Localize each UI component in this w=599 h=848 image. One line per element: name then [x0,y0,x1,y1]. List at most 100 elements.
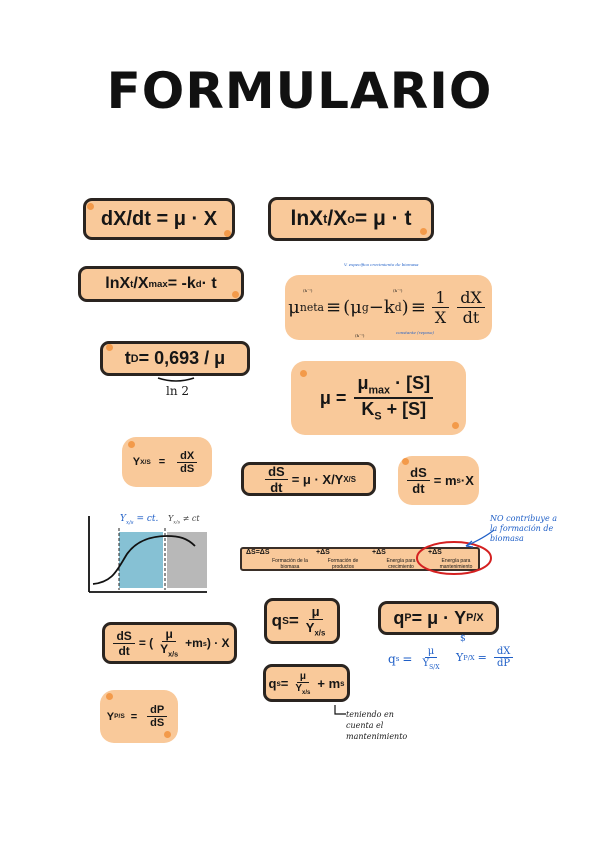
qp-sub2: P/X [466,612,484,624]
b2-sub: P/X [463,653,475,662]
qsm-tail: + m [317,675,341,691]
mu-g-sub: g [361,301,369,314]
decor-dot [164,731,171,738]
yxs-lhs: Y [132,456,141,468]
qsm-lhs: q [268,675,277,691]
monod-frac: μmax · [S] KS + [S] [354,373,434,423]
one-num: 1 [432,288,449,308]
b1-lhs: q [388,651,396,666]
l1-tail: = ct. [133,514,159,524]
decor-dot [106,344,113,351]
decor-dot [300,370,307,377]
substrate-balance-strip: ΔS=ΔS Formación de la biomasa +ΔS Formac… [240,547,480,571]
l1-y: Y [120,514,126,524]
qsm-den: Yx/s [292,683,313,696]
monod-den-rest: + [S] [381,399,427,419]
mu-g: μ [350,297,362,318]
note-ln2: ln 2 [166,384,190,398]
strip-caption-4: Energía para mantenimiento [439,558,473,570]
qsm-den-sub: x/s [302,689,311,696]
strip-caption-2: Formación de productos [327,558,359,570]
yps-eq: = [130,710,138,723]
b1-sub: s [395,654,400,663]
mt-rhs: = m [433,473,457,488]
decor-dot [452,422,459,429]
mu-net-symbol: μ [288,297,300,318]
qs-den-y: Y [305,620,315,636]
b1-num: μ [424,646,438,658]
units-label-2: (h⁻¹) [393,288,403,293]
l2-tail: ≠ ct [180,514,200,523]
decor-dot [224,230,231,237]
ln3-rhs: = -k [167,275,196,292]
yps-num: dP [147,704,168,717]
blue-mark: $ [460,634,466,644]
pirt-iden: Yx/s [157,642,181,658]
mu-net-paren: ( [343,297,351,318]
units-label-3: (h⁻¹) [355,333,365,338]
formula-monod: μ = μmax · [S] KS + [S] [291,361,466,435]
growth-curve [92,535,196,585]
yps-den: dS [150,717,165,729]
qs-den: Yx/s [303,620,329,638]
kd-sub: d [394,301,402,314]
yps-lhs: Y [106,710,115,723]
page-title: FORMULARIO [106,62,493,120]
monod-num-sub: max [368,385,391,397]
strip-caption-1: Formación de la biomasa [272,558,308,570]
ln3-sub2: max [148,278,168,290]
b1-den-y: Y [422,658,430,669]
b1-den-sub: S/X [429,664,440,671]
pirt-tail: ) · X [206,636,230,650]
strip-term-1: ΔS=ΔS [246,549,270,556]
monod-den: KS + [S] [358,399,429,423]
qs-den-sub: x/s [314,628,326,638]
qsm-sub: s [276,678,281,688]
b2-lhs: Y [456,651,464,664]
qs-eq: = [288,611,299,630]
strip-term-4: +ΔS [428,549,442,556]
yps-sub: P/S [114,713,125,720]
mu-net-eq2: ≡ [410,297,426,318]
strip-caption-3: Energía para crecimiento [386,558,416,570]
ln-rhs: = μ · t [354,207,412,230]
b2-num: dX [493,646,514,658]
qp-sub: P [404,612,412,624]
strip-term-3: +ΔS [372,549,386,556]
pirt-iden-sub: x/s [168,649,179,659]
pirt-eq: = ( [138,636,154,650]
note-constant: constante (reposo) [396,330,434,335]
yxs-den: dS [180,462,195,475]
sr-sub: X/S [343,474,356,484]
ln-text: lnX [290,207,324,230]
td-lhs: t [124,348,131,368]
ln3-sub3: d [195,278,202,290]
note-no-biomass: NO contribuye a la formación de biomasa [490,514,557,543]
units-label-1: (h⁻¹) [303,288,313,293]
qp-lhs: q [393,607,405,628]
qsm-eq: = [280,675,289,691]
dx-num: dX [457,288,485,308]
mu-net-sub: neta [299,301,324,314]
mt-num: dS [407,465,430,481]
decor-dot [87,203,94,210]
label-variable-yield: Yx/s ≠ ct [168,514,200,526]
pirt-den: dt [118,643,130,658]
strip-term-2: +ΔS [316,549,330,556]
mu-net-eq: ≡ [326,297,342,318]
ln3-tail: · t [201,275,217,292]
